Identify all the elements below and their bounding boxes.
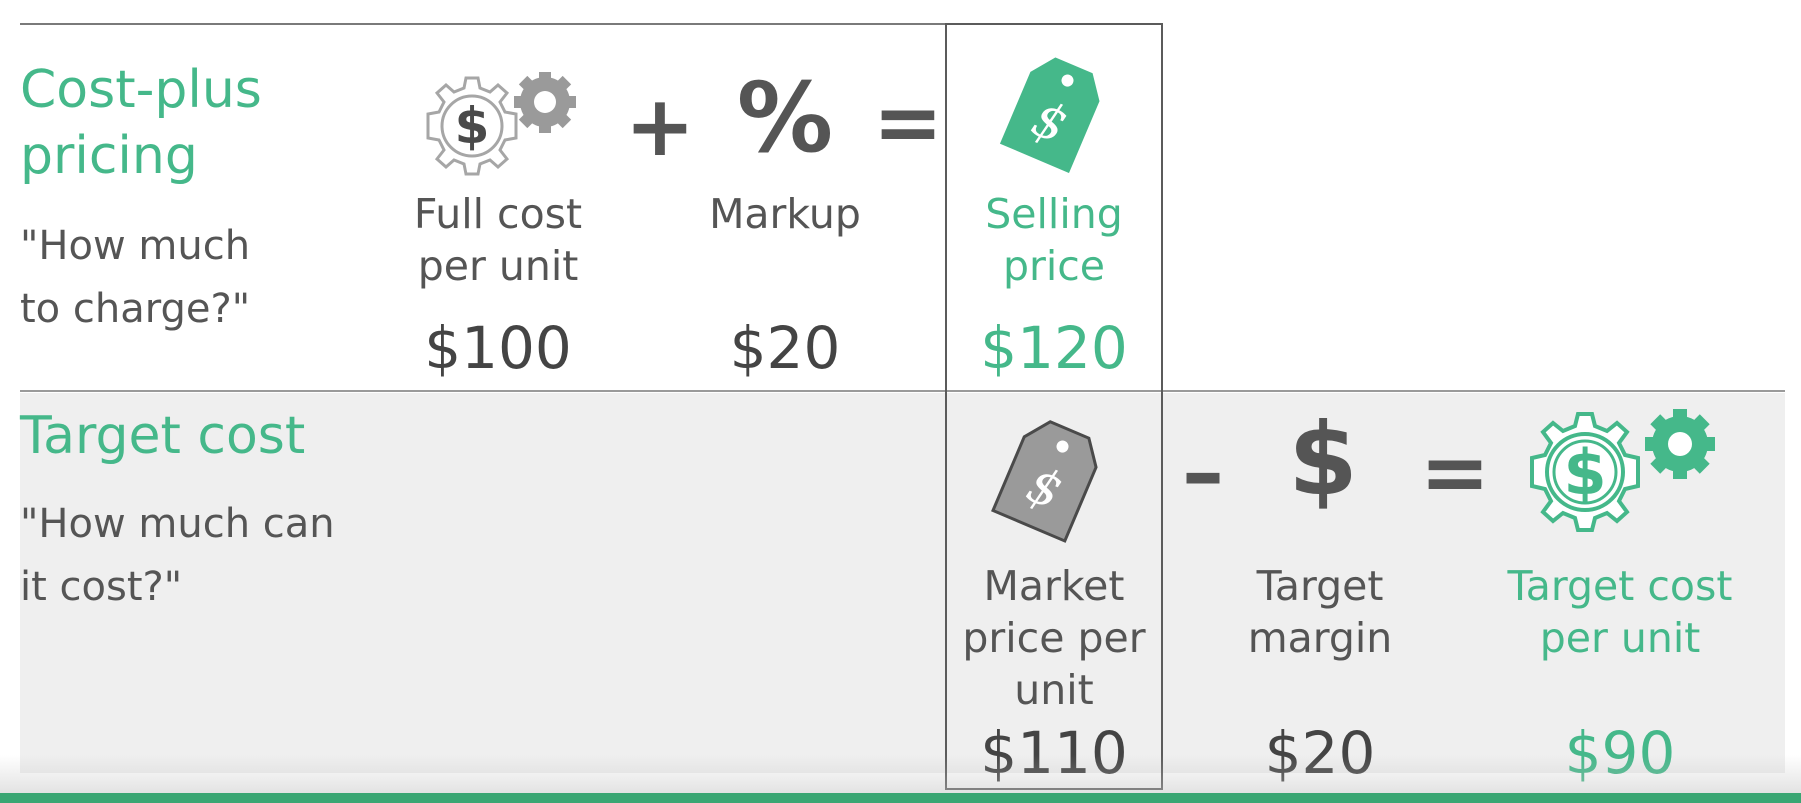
full-cost-value: $100 [424,314,572,382]
top-rule [20,23,1162,25]
section-divider [20,390,1785,392]
plus-operator: + [624,77,696,175]
markup-label: Markup [709,190,861,238]
target-cost-question-line1: "How much can [20,501,335,547]
cost-plus-question-line1: "How much [20,223,251,269]
selling-price-value: $120 [980,314,1128,382]
target-margin-label: Target margin [1247,562,1393,662]
cost-plus-title-line1: Cost-plus [20,60,262,120]
bottom-accent-strip [0,793,1801,803]
target-cost-title: Target cost [20,406,306,466]
percent-icon: % [736,62,834,174]
price-tag-icon: $ [991,420,1098,543]
cost-plus-question-line2: to charge?" [20,286,251,332]
market-price-label: Market price per unit [962,562,1146,714]
equals-operator-top: = [872,73,944,171]
target-cost-label: Target cost per unit [1507,562,1733,662]
selling-price-label: Selling price [985,190,1123,290]
full-cost-label: Full cost per unit [413,190,583,290]
minus-operator: – [1182,423,1224,521]
gear-dollar-icon: $ [1530,409,1715,532]
equals-operator-bottom: = [1419,423,1491,521]
markup-value: $20 [729,314,841,382]
gear-dollar-sign: $ [1563,436,1606,509]
cost-plus-title-line2: pricing [20,126,198,186]
price-tag-icon: $ [996,54,1103,177]
dollar-icon: $ [1288,401,1358,518]
gear-dollar-sign: $ [455,97,490,155]
gear-dollar-icon: $ [426,72,576,176]
target-cost-question-line2: it cost?" [20,564,183,610]
target-cost-band [20,393,1785,773]
